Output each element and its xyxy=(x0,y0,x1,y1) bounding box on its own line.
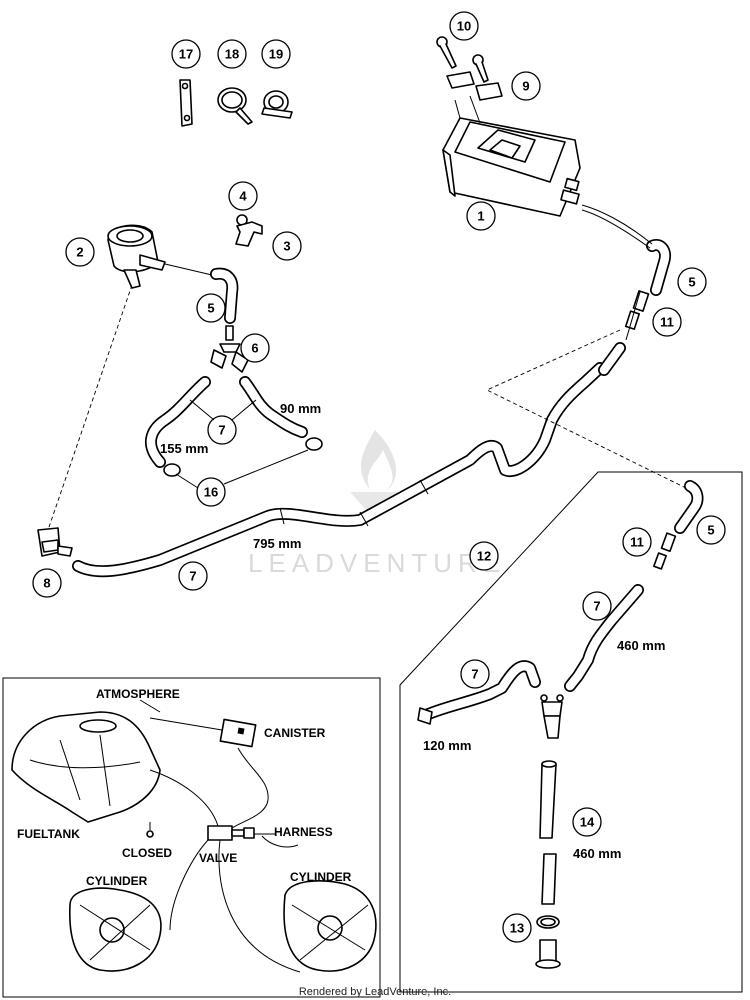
dimension-120mm: 120 mm xyxy=(423,738,471,753)
callout-12: 12 xyxy=(469,541,499,571)
callout-13: 13 xyxy=(502,913,532,943)
bracket-3-screw-4 xyxy=(235,214,263,247)
callout-2-label: 2 xyxy=(76,245,83,260)
callout-3: 3 xyxy=(272,231,302,261)
inset-fuel-tank xyxy=(11,711,161,823)
watermark: LEADVENTURE xyxy=(248,430,506,578)
group-12-outline xyxy=(399,471,743,993)
callout-17: 17 xyxy=(171,39,201,69)
callout-18-label: 18 xyxy=(225,47,239,62)
tee-fitting xyxy=(540,694,564,739)
inset-canister xyxy=(219,718,257,748)
callout-7-lower: 7 xyxy=(460,659,490,689)
dimension-460mm-hose: 460 mm xyxy=(617,638,665,653)
callout-7-left: 7 xyxy=(207,415,237,445)
inset-label-canister: CANISTER xyxy=(264,726,326,740)
inset-label-cylinder-left: CYLINDER xyxy=(86,874,148,888)
hose-460mm xyxy=(564,584,644,692)
callout-11-lower-label: 11 xyxy=(630,535,644,550)
inset-label-closed: CLOSED xyxy=(122,846,172,860)
callout-6-label: 6 xyxy=(251,341,258,356)
inset-cylinder-left xyxy=(69,887,162,972)
hose-120mm xyxy=(417,660,541,725)
clamp-13 xyxy=(535,915,561,969)
callout-3-label: 3 xyxy=(283,239,290,254)
hose-upper-right xyxy=(598,239,671,376)
hose-5-right xyxy=(653,480,704,570)
hose-155mm xyxy=(145,376,211,468)
watermark-text: LEADVENTURE xyxy=(248,548,506,578)
callout-16-label: 16 xyxy=(204,485,218,500)
inset-lines xyxy=(139,699,301,973)
callout-19: 19 xyxy=(261,39,291,69)
inset-cylinder-right xyxy=(283,880,377,972)
callout-5-upper-right: 5 xyxy=(677,267,707,297)
callout-7-right: 7 xyxy=(582,591,612,621)
hose-795mm xyxy=(72,362,606,578)
inset-label-cylinder-right: CYLINDER xyxy=(290,870,352,884)
callout-7-main-label: 7 xyxy=(189,569,196,584)
dimension-90mm: 90 mm xyxy=(280,401,321,416)
callout-7-right-label: 7 xyxy=(593,599,600,614)
callout-5-left-label: 5 xyxy=(207,301,214,316)
dimension-460mm-pipe: 460 mm xyxy=(573,846,621,861)
callout-11-upper-label: 11 xyxy=(660,315,674,330)
callout-5-left: 5 xyxy=(196,293,226,323)
inset-schematic-frame xyxy=(2,677,381,998)
hose-14-460mm xyxy=(539,760,557,905)
inset-label-valve: VALVE xyxy=(199,851,237,865)
dashed-link-2 xyxy=(47,284,133,531)
hose-clamps xyxy=(163,437,323,477)
inset-label-harness: HARNESS xyxy=(274,825,333,839)
callout-13-label: 13 xyxy=(510,921,524,936)
callout-7-left-label: 7 xyxy=(218,423,225,438)
small-parts-17-19 xyxy=(179,79,293,127)
callout-5-lower-right: 5 xyxy=(696,515,726,545)
callout-8: 8 xyxy=(32,568,62,598)
callout-1-label: 1 xyxy=(477,209,484,224)
callout-7-lower-label: 7 xyxy=(471,667,478,682)
callout-4-label: 4 xyxy=(239,189,247,204)
callout-11-upper: 11 xyxy=(652,307,682,337)
callout-19-label: 19 xyxy=(269,47,283,62)
inset-label-fueltank: FUELTANK xyxy=(17,827,80,841)
callout-7-main: 7 xyxy=(178,561,208,591)
callout-5-upper-right-label: 5 xyxy=(688,275,695,290)
dimension-795mm: 795 mm xyxy=(253,536,301,551)
purge-valve xyxy=(107,224,213,289)
callout-18: 18 xyxy=(217,39,247,69)
callout-14-label: 14 xyxy=(580,815,595,830)
callout-16: 16 xyxy=(196,477,226,507)
inset-valve xyxy=(207,825,255,841)
callout-6: 6 xyxy=(240,333,270,363)
callout-5-lower-right-label: 5 xyxy=(707,523,714,538)
callout-12-label: 12 xyxy=(477,549,491,564)
hose-90mm xyxy=(239,376,308,438)
charcoal-canister xyxy=(442,95,581,217)
inset-label-atmosphere: ATMOSPHERE xyxy=(96,687,180,701)
dashed-link-1 xyxy=(485,329,691,491)
canister-vent-line xyxy=(581,204,653,245)
callout-2: 2 xyxy=(65,237,95,267)
tank-connector xyxy=(37,527,73,557)
render-credit: Rendered by LeadVenture, Inc. xyxy=(298,986,452,998)
callout-10: 10 xyxy=(449,11,479,41)
callout-8-label: 8 xyxy=(43,576,50,591)
dimension-155mm: 155 mm xyxy=(160,441,208,456)
callout-9: 9 xyxy=(511,71,541,101)
callout-9-label: 9 xyxy=(522,79,529,94)
callout-17-label: 17 xyxy=(179,47,193,62)
hose-5-left xyxy=(210,267,249,373)
callout-1: 1 xyxy=(466,201,496,231)
bracket-and-screws xyxy=(436,36,503,101)
callout-11-lower: 11 xyxy=(622,527,652,557)
callout-14: 14 xyxy=(572,807,602,837)
callout-4: 4 xyxy=(228,181,258,211)
callout-10-label: 10 xyxy=(457,19,471,34)
